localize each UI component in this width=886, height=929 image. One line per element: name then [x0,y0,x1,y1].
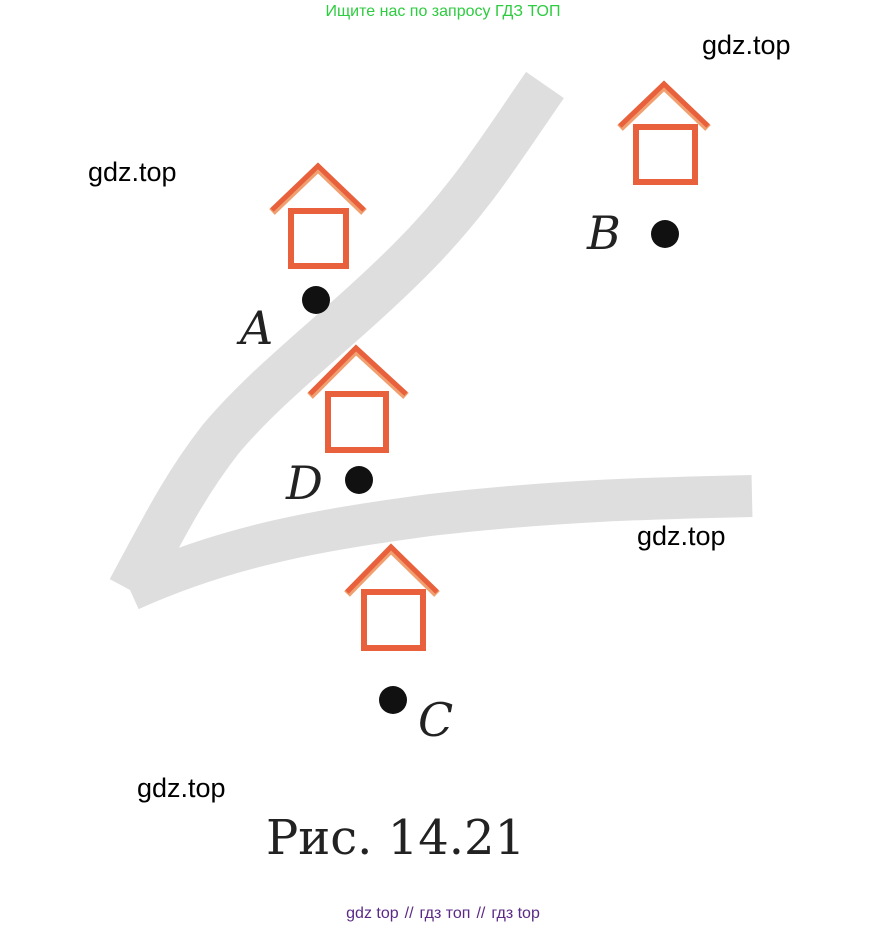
watermark: gdz.top [137,773,226,803]
point-c-label: C [418,693,453,747]
figure-caption: Рис. 14.21 [266,810,525,866]
point-a-label: A [236,301,273,355]
house-near-b [617,80,711,185]
point-b-dot [651,220,679,248]
watermark: gdz.top [637,521,726,551]
house-near-d [307,344,409,453]
footer-link[interactable]: гдз топ [419,905,471,922]
footer-link[interactable]: gdz top [346,905,399,922]
top-banner: Ищите нас по запросу ГДЗ ТОП [325,3,561,20]
house-near-c [344,543,440,651]
footer-separator: // [476,905,486,922]
footer-separator: // [404,905,414,922]
point-d-label: D [285,456,323,510]
point-a-dot [302,286,330,314]
watermark: gdz.top [88,157,177,187]
point-c-dot [379,686,407,714]
house-near-a [269,162,367,269]
point-d-dot [345,466,373,494]
watermark: gdz.top [702,30,791,60]
point-b-label: B [586,206,621,260]
footer-link[interactable]: гдз top [491,905,540,922]
footer-links: gdz top // гдз топ // гдз top [0,903,886,925]
road-diagonal [109,71,564,601]
roads [109,71,753,610]
road-horizontal [121,475,753,610]
